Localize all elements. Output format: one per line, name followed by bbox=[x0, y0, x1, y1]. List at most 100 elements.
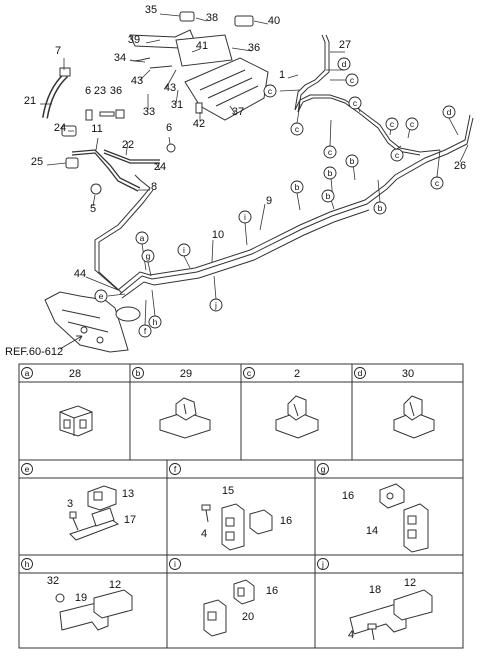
panel-e-drawing bbox=[69, 485, 120, 541]
panel-part-label-20: 20 bbox=[242, 611, 254, 623]
ref-circle bbox=[169, 463, 181, 475]
panel-part-label-16: 16 bbox=[342, 490, 354, 502]
clip-28-drawing bbox=[59, 405, 93, 437]
panel-part-label-17: 17 bbox=[124, 514, 136, 526]
ref-letter-c: c bbox=[263, 84, 277, 98]
ref-letter-g: g bbox=[141, 249, 155, 263]
part-callout-36: 36 bbox=[248, 42, 260, 54]
panel-part-label-15: 15 bbox=[222, 485, 234, 497]
panel-header-e: e bbox=[21, 463, 33, 475]
ref-label: REF.60-612 bbox=[5, 346, 63, 358]
panel-letter: e bbox=[25, 464, 30, 474]
ref-letter-e: e bbox=[94, 289, 108, 303]
ref-letter-text: b bbox=[328, 168, 333, 178]
ref-letter-text: d bbox=[342, 59, 347, 69]
panel-part-label-12: 12 bbox=[404, 577, 416, 589]
panel-part-label-18: 18 bbox=[369, 584, 381, 596]
ref-circle bbox=[317, 463, 329, 475]
part-callout-6: 6 bbox=[85, 85, 91, 97]
ref-circle bbox=[323, 166, 337, 180]
part-callout-34: 34 bbox=[114, 52, 126, 64]
ref-letter-b: b bbox=[345, 154, 359, 168]
panel-i-drawing bbox=[203, 579, 255, 637]
panel-g-drawing bbox=[379, 483, 429, 553]
part-callout-27: 27 bbox=[339, 39, 351, 51]
ref-letter-text: c bbox=[435, 178, 440, 188]
panel-f-drawing bbox=[201, 503, 273, 551]
ref-letter-text: b bbox=[378, 203, 383, 213]
ref-circle bbox=[238, 210, 252, 224]
part-callout-33: 33 bbox=[143, 106, 155, 118]
panel-j-drawing bbox=[349, 589, 433, 641]
clip-24-left bbox=[61, 125, 102, 195]
ref-circle bbox=[21, 463, 33, 475]
ref-letter-a: a bbox=[135, 231, 149, 245]
ref-letter-c: c bbox=[290, 122, 304, 136]
panel-part-label-16: 16 bbox=[266, 585, 278, 597]
ref-circle bbox=[385, 117, 399, 131]
part-callout-25: 25 bbox=[31, 156, 43, 168]
ref-letter-c: c bbox=[385, 117, 399, 131]
ref-circle bbox=[209, 298, 223, 312]
ref-circle bbox=[348, 96, 362, 110]
ref-letter-text: c bbox=[295, 124, 300, 134]
panel-part-label-32: 32 bbox=[47, 575, 59, 587]
part-callout-26: 26 bbox=[454, 160, 466, 172]
exploded-view: 3538403941362773414343623362131334237241… bbox=[5, 4, 474, 358]
ref-circle bbox=[442, 105, 456, 119]
ref-circle bbox=[263, 84, 277, 98]
underbody-plate-44 bbox=[44, 291, 129, 353]
ref-letter-b: b bbox=[323, 166, 337, 180]
ref-circle bbox=[430, 176, 444, 190]
ref-circle bbox=[141, 249, 155, 263]
ref-letter-c: c bbox=[323, 145, 337, 159]
part-callout-41: 41 bbox=[196, 40, 208, 52]
panel-part-label-14: 14 bbox=[366, 525, 378, 537]
header-letter: b bbox=[136, 368, 141, 378]
panel-part-label-4: 4 bbox=[201, 528, 207, 540]
ref-circle bbox=[321, 189, 335, 203]
ref-circle bbox=[390, 148, 404, 162]
part-callout-21: 21 bbox=[24, 95, 36, 107]
header-part-number: 2 bbox=[294, 368, 300, 380]
ref-circle bbox=[337, 57, 351, 71]
ref-letter-text: c bbox=[268, 86, 273, 96]
ref-circle bbox=[94, 289, 108, 303]
ref-letter-text: h bbox=[153, 317, 158, 327]
ref-letter-c: c bbox=[390, 148, 404, 162]
ref-letter-b: b bbox=[290, 180, 304, 194]
ref-letter-c: c bbox=[430, 176, 444, 190]
ref-letter-text: c bbox=[395, 150, 400, 160]
ref-letter-i: i bbox=[177, 243, 191, 257]
canister-assembly bbox=[129, 11, 254, 69]
header-part-number: 28 bbox=[69, 368, 81, 380]
part-callout-39: 39 bbox=[128, 34, 140, 46]
ref-letter-text: i bbox=[244, 212, 246, 222]
ref-letter-text: b bbox=[295, 182, 300, 192]
tank-guard-37 bbox=[184, 57, 269, 121]
panel-header-j: j bbox=[317, 558, 329, 570]
ref-circle bbox=[317, 558, 329, 570]
ref-letter-text: c bbox=[350, 75, 355, 85]
ref-circle bbox=[135, 231, 149, 245]
part-callout-44: 44 bbox=[74, 268, 86, 280]
ref-letter-text: j bbox=[214, 300, 217, 310]
part-callout-35: 35 bbox=[145, 4, 157, 16]
panel-header-h: h bbox=[21, 558, 33, 570]
ref-circle bbox=[345, 73, 359, 87]
clip-29-drawing bbox=[159, 397, 211, 439]
ref-letter-text: a bbox=[140, 233, 145, 243]
panel-letter: f bbox=[174, 464, 177, 474]
ref-letter-text: e bbox=[99, 291, 104, 301]
ref-circle bbox=[132, 367, 144, 379]
ref-letter-c: c bbox=[348, 96, 362, 110]
clip-30-drawing bbox=[393, 395, 435, 439]
ref-letter-j: j bbox=[209, 298, 223, 312]
panel-h-drawing bbox=[55, 589, 133, 631]
ref-letter-text: b bbox=[326, 191, 331, 201]
